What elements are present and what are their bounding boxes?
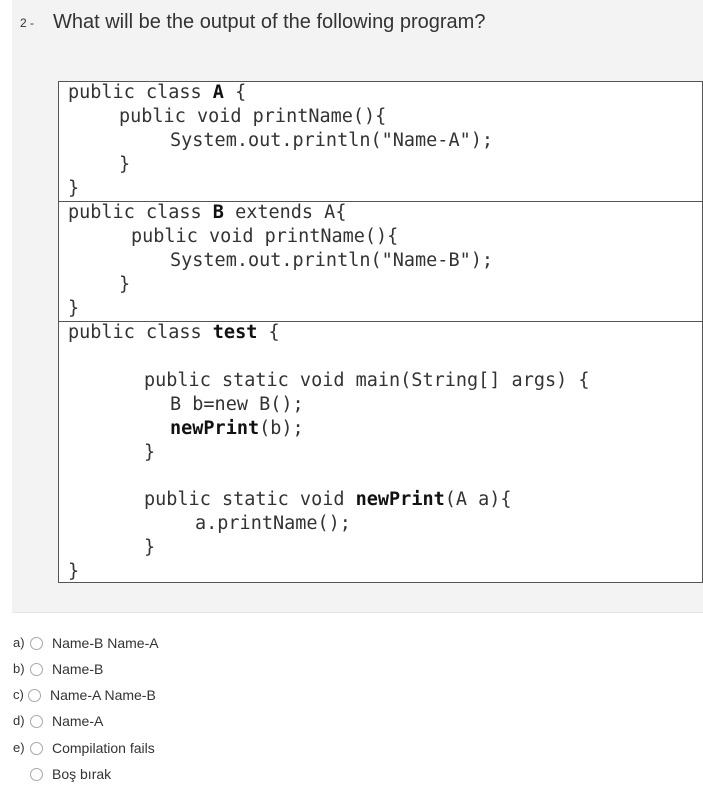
code-line: newPrint(b); (170, 418, 304, 439)
code-line: } (68, 298, 80, 319)
code-line: } (119, 274, 131, 295)
code-line: } (68, 178, 80, 199)
radio-button[interactable] (28, 689, 41, 702)
question-number: 2 - (20, 16, 35, 30)
code-line: System.out.println("Name-B"); (170, 250, 494, 271)
option-letter: c) (13, 687, 24, 702)
code-divider (59, 321, 702, 322)
radio-button[interactable] (30, 768, 43, 781)
radio-button[interactable] (30, 637, 43, 650)
option-label[interactable]: Name-A Name-B (50, 687, 156, 703)
code-line: public class test { (68, 322, 280, 343)
code-line: public class A { (68, 82, 247, 103)
option-label[interactable]: Boş bırak (52, 766, 112, 782)
code-block: public class A { public void printName()… (58, 81, 703, 583)
code-line: a.printName(); (195, 513, 351, 534)
radio-button[interactable] (30, 742, 43, 755)
code-divider (59, 201, 702, 202)
option-label[interactable]: Name-A (52, 713, 104, 729)
radio-button[interactable] (30, 715, 43, 728)
code-line: } (144, 537, 156, 558)
option-label[interactable]: Name-B (52, 661, 104, 677)
code-line: public void printName(){ (131, 226, 399, 247)
option-label[interactable]: Compilation fails (52, 740, 155, 756)
code-line: } (68, 561, 80, 582)
question-text: What will be the output of the following… (53, 11, 486, 33)
radio-button[interactable] (30, 663, 43, 676)
option-letter: e) (13, 740, 25, 755)
option-letter: a) (13, 635, 25, 650)
code-line: public static void newPrint(A a){ (144, 489, 512, 510)
code-line: public class B extends A{ (68, 202, 347, 223)
code-line: } (119, 154, 131, 175)
code-line: B b=new B(); (170, 394, 304, 415)
code-line: } (144, 442, 156, 463)
option-letter: b) (13, 661, 25, 676)
code-line: public void printName(){ (119, 106, 387, 127)
option-letter: d) (13, 713, 25, 728)
code-line: public static void main(String[] args) { (144, 370, 590, 391)
code-line: System.out.println("Name-A"); (170, 130, 494, 151)
option-label[interactable]: Name-B Name-A (52, 635, 159, 651)
